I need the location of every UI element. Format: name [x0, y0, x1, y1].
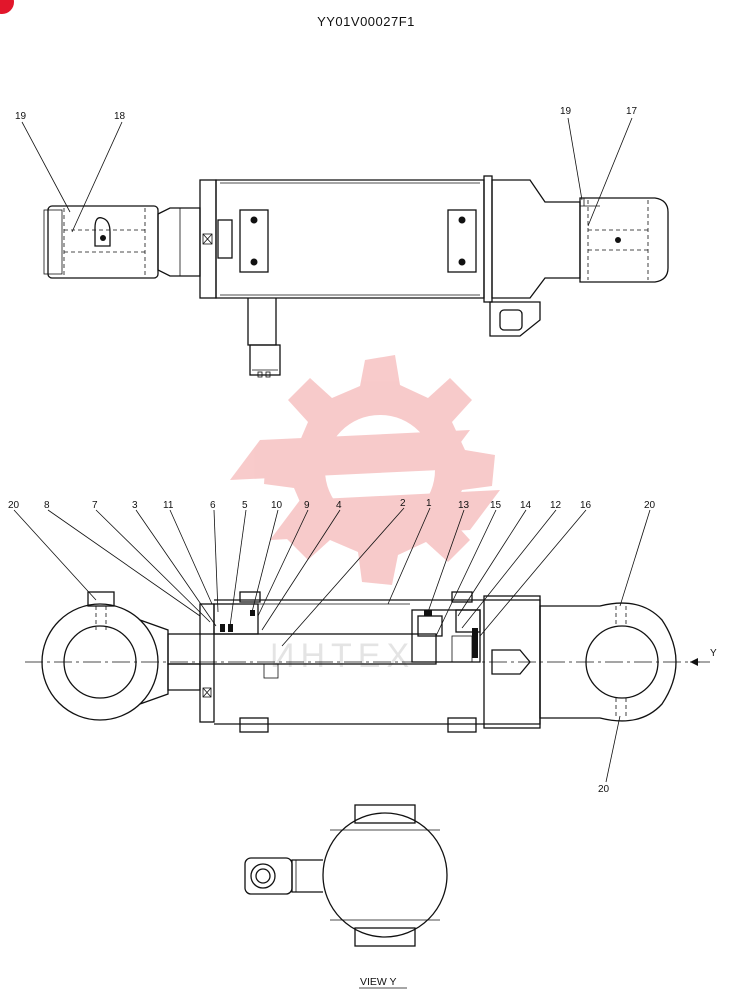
- callout-4: 4: [336, 500, 342, 511]
- callout-20-left: 20: [8, 500, 20, 511]
- watermark-logo: ИНТЕХ: [230, 355, 500, 675]
- callout-5: 5: [242, 500, 248, 511]
- callout-16: 16: [580, 500, 592, 511]
- callout-3: 3: [132, 500, 138, 511]
- callout-13: 13: [458, 500, 470, 511]
- callout-10: 10: [271, 500, 283, 511]
- callout-20-right-top: 20: [644, 500, 656, 511]
- callout-19-right: 19: [560, 106, 572, 117]
- callout-9: 9: [304, 500, 310, 511]
- callout-15: 15: [490, 500, 502, 511]
- callout-17: 17: [626, 106, 638, 117]
- callout-14: 14: [520, 500, 532, 511]
- callout-12: 12: [550, 500, 562, 511]
- direction-marker-y: Y: [710, 648, 717, 659]
- section-callouts: 20 8 7 3 11 6 5 10 9 4 2 1 13 15 14 12 1…: [8, 498, 717, 795]
- watermark-text: ИНТЕХ: [270, 637, 415, 675]
- callout-20-right-bottom: 20: [598, 784, 610, 795]
- callout-18: 18: [114, 111, 126, 122]
- callout-1: 1: [426, 498, 432, 509]
- top-callouts: 19 18 19 17: [15, 106, 638, 122]
- section-view: [25, 591, 710, 733]
- drawing-code: YY01V00027F1: [317, 14, 415, 29]
- callout-8: 8: [44, 500, 50, 511]
- callout-7: 7: [92, 500, 98, 511]
- top-leaders: [21, 117, 633, 233]
- callout-19-left: 19: [15, 111, 27, 122]
- section-leaders: [13, 507, 651, 783]
- callout-2: 2: [400, 498, 406, 509]
- callout-11: 11: [163, 500, 174, 511]
- view-y-label: VIEW Y: [360, 976, 397, 988]
- top-view: [43, 175, 669, 378]
- callout-6: 6: [210, 500, 216, 511]
- view-y: [244, 804, 448, 947]
